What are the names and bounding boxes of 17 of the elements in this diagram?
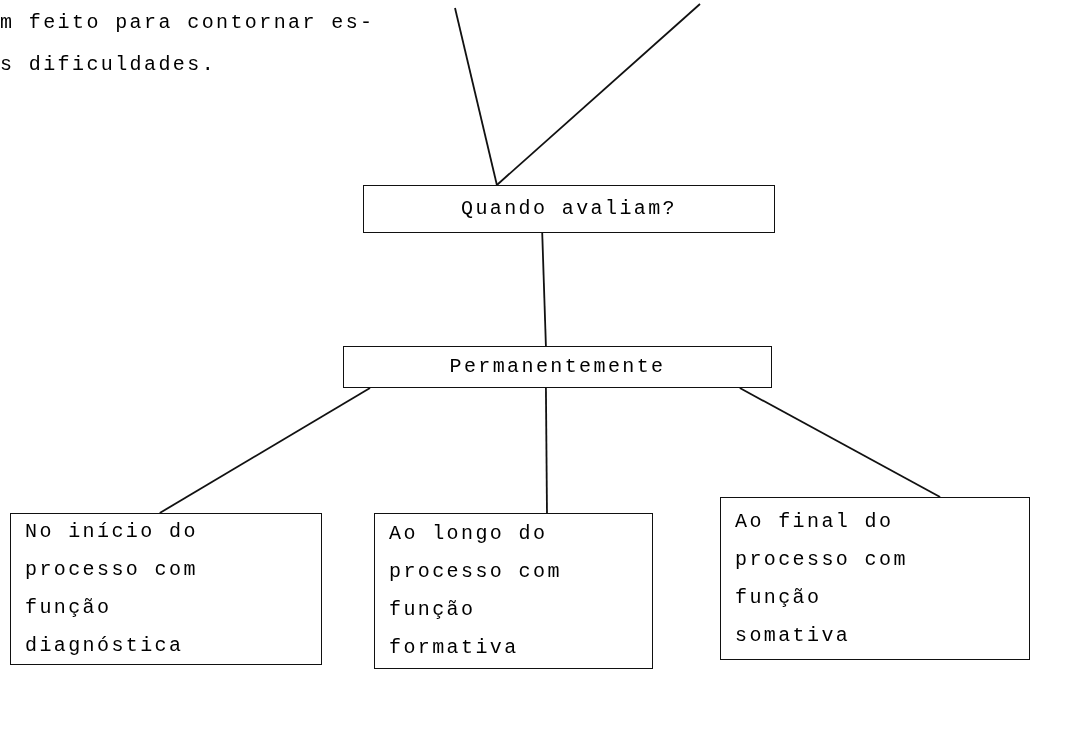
box-text: Ao final do processo com função somativa bbox=[735, 508, 909, 649]
note-text: m feito para contornar es- s dificuldades. bbox=[0, 10, 376, 78]
connector-line bbox=[545, 387, 548, 514]
connector-line bbox=[158, 387, 371, 514]
box-text: Ao longo do processo com função formativa bbox=[389, 521, 563, 661]
text-box bbox=[374, 513, 653, 669]
box-text: No início do processo com função diagnóstica bbox=[25, 519, 199, 659]
text-box bbox=[720, 497, 1030, 660]
connector-line bbox=[496, 3, 701, 186]
text-box bbox=[363, 185, 775, 233]
connector-line bbox=[738, 387, 941, 498]
text-box bbox=[343, 346, 772, 388]
box-text: Quando avaliam? bbox=[461, 196, 677, 222]
connector-line bbox=[454, 7, 498, 186]
box-text: Permanentemente bbox=[449, 354, 666, 380]
connector-line bbox=[541, 232, 547, 347]
text-box bbox=[10, 513, 322, 665]
